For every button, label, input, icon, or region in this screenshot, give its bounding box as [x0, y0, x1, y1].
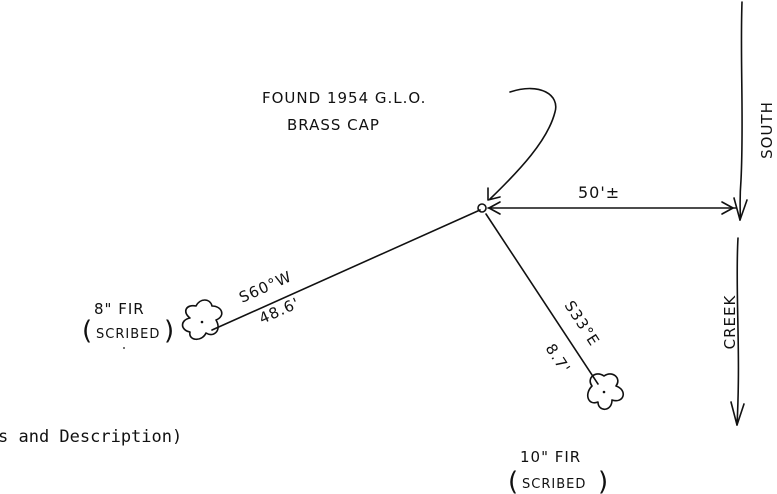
bearing-line-1 — [211, 209, 481, 331]
fir-tree-2-icon — [586, 373, 624, 411]
creek-label-creek: CREEK — [721, 294, 739, 349]
fir-tree-2-label-close-paren: ) — [598, 467, 609, 494]
creek-tie-distance: 50'± — [578, 183, 620, 202]
fir-tree-2-label-open-paren: ( — [508, 467, 519, 494]
fir-tree-1-label-open-paren: ( — [82, 316, 93, 346]
fir-tree-2-label-scribed: SCRIBED — [522, 477, 586, 492]
fir-tree-1-label-close-paren: ) — [164, 316, 175, 346]
stray-mark — [123, 347, 125, 349]
fir-tree-2-center — [602, 390, 606, 394]
fir-tree-1-icon — [181, 299, 223, 341]
bearing-2-direction: S33°E — [561, 297, 604, 349]
monument-label-line2: BRASS CAP — [287, 116, 380, 134]
fir-tree-1-center — [200, 320, 204, 324]
fir-tree-1-label-scribed: SCRIBED — [96, 327, 160, 342]
fir-tree-2-label-size: 10" FIR — [520, 448, 581, 466]
creek-label-south: SOUTH — [758, 101, 776, 159]
fir-tree-1-label-size: 8" FIR — [94, 300, 145, 318]
creek-line — [730, 1, 748, 426]
caption-text: s and Description) — [0, 427, 182, 447]
bearing-2-distance: 8.7' — [542, 340, 575, 377]
monument-label-line1: FOUND 1954 G.L.O. — [262, 89, 426, 107]
creek-tie-line — [487, 201, 737, 215]
bearing-line-2 — [485, 213, 599, 385]
monument-leader-arrow — [487, 87, 557, 201]
